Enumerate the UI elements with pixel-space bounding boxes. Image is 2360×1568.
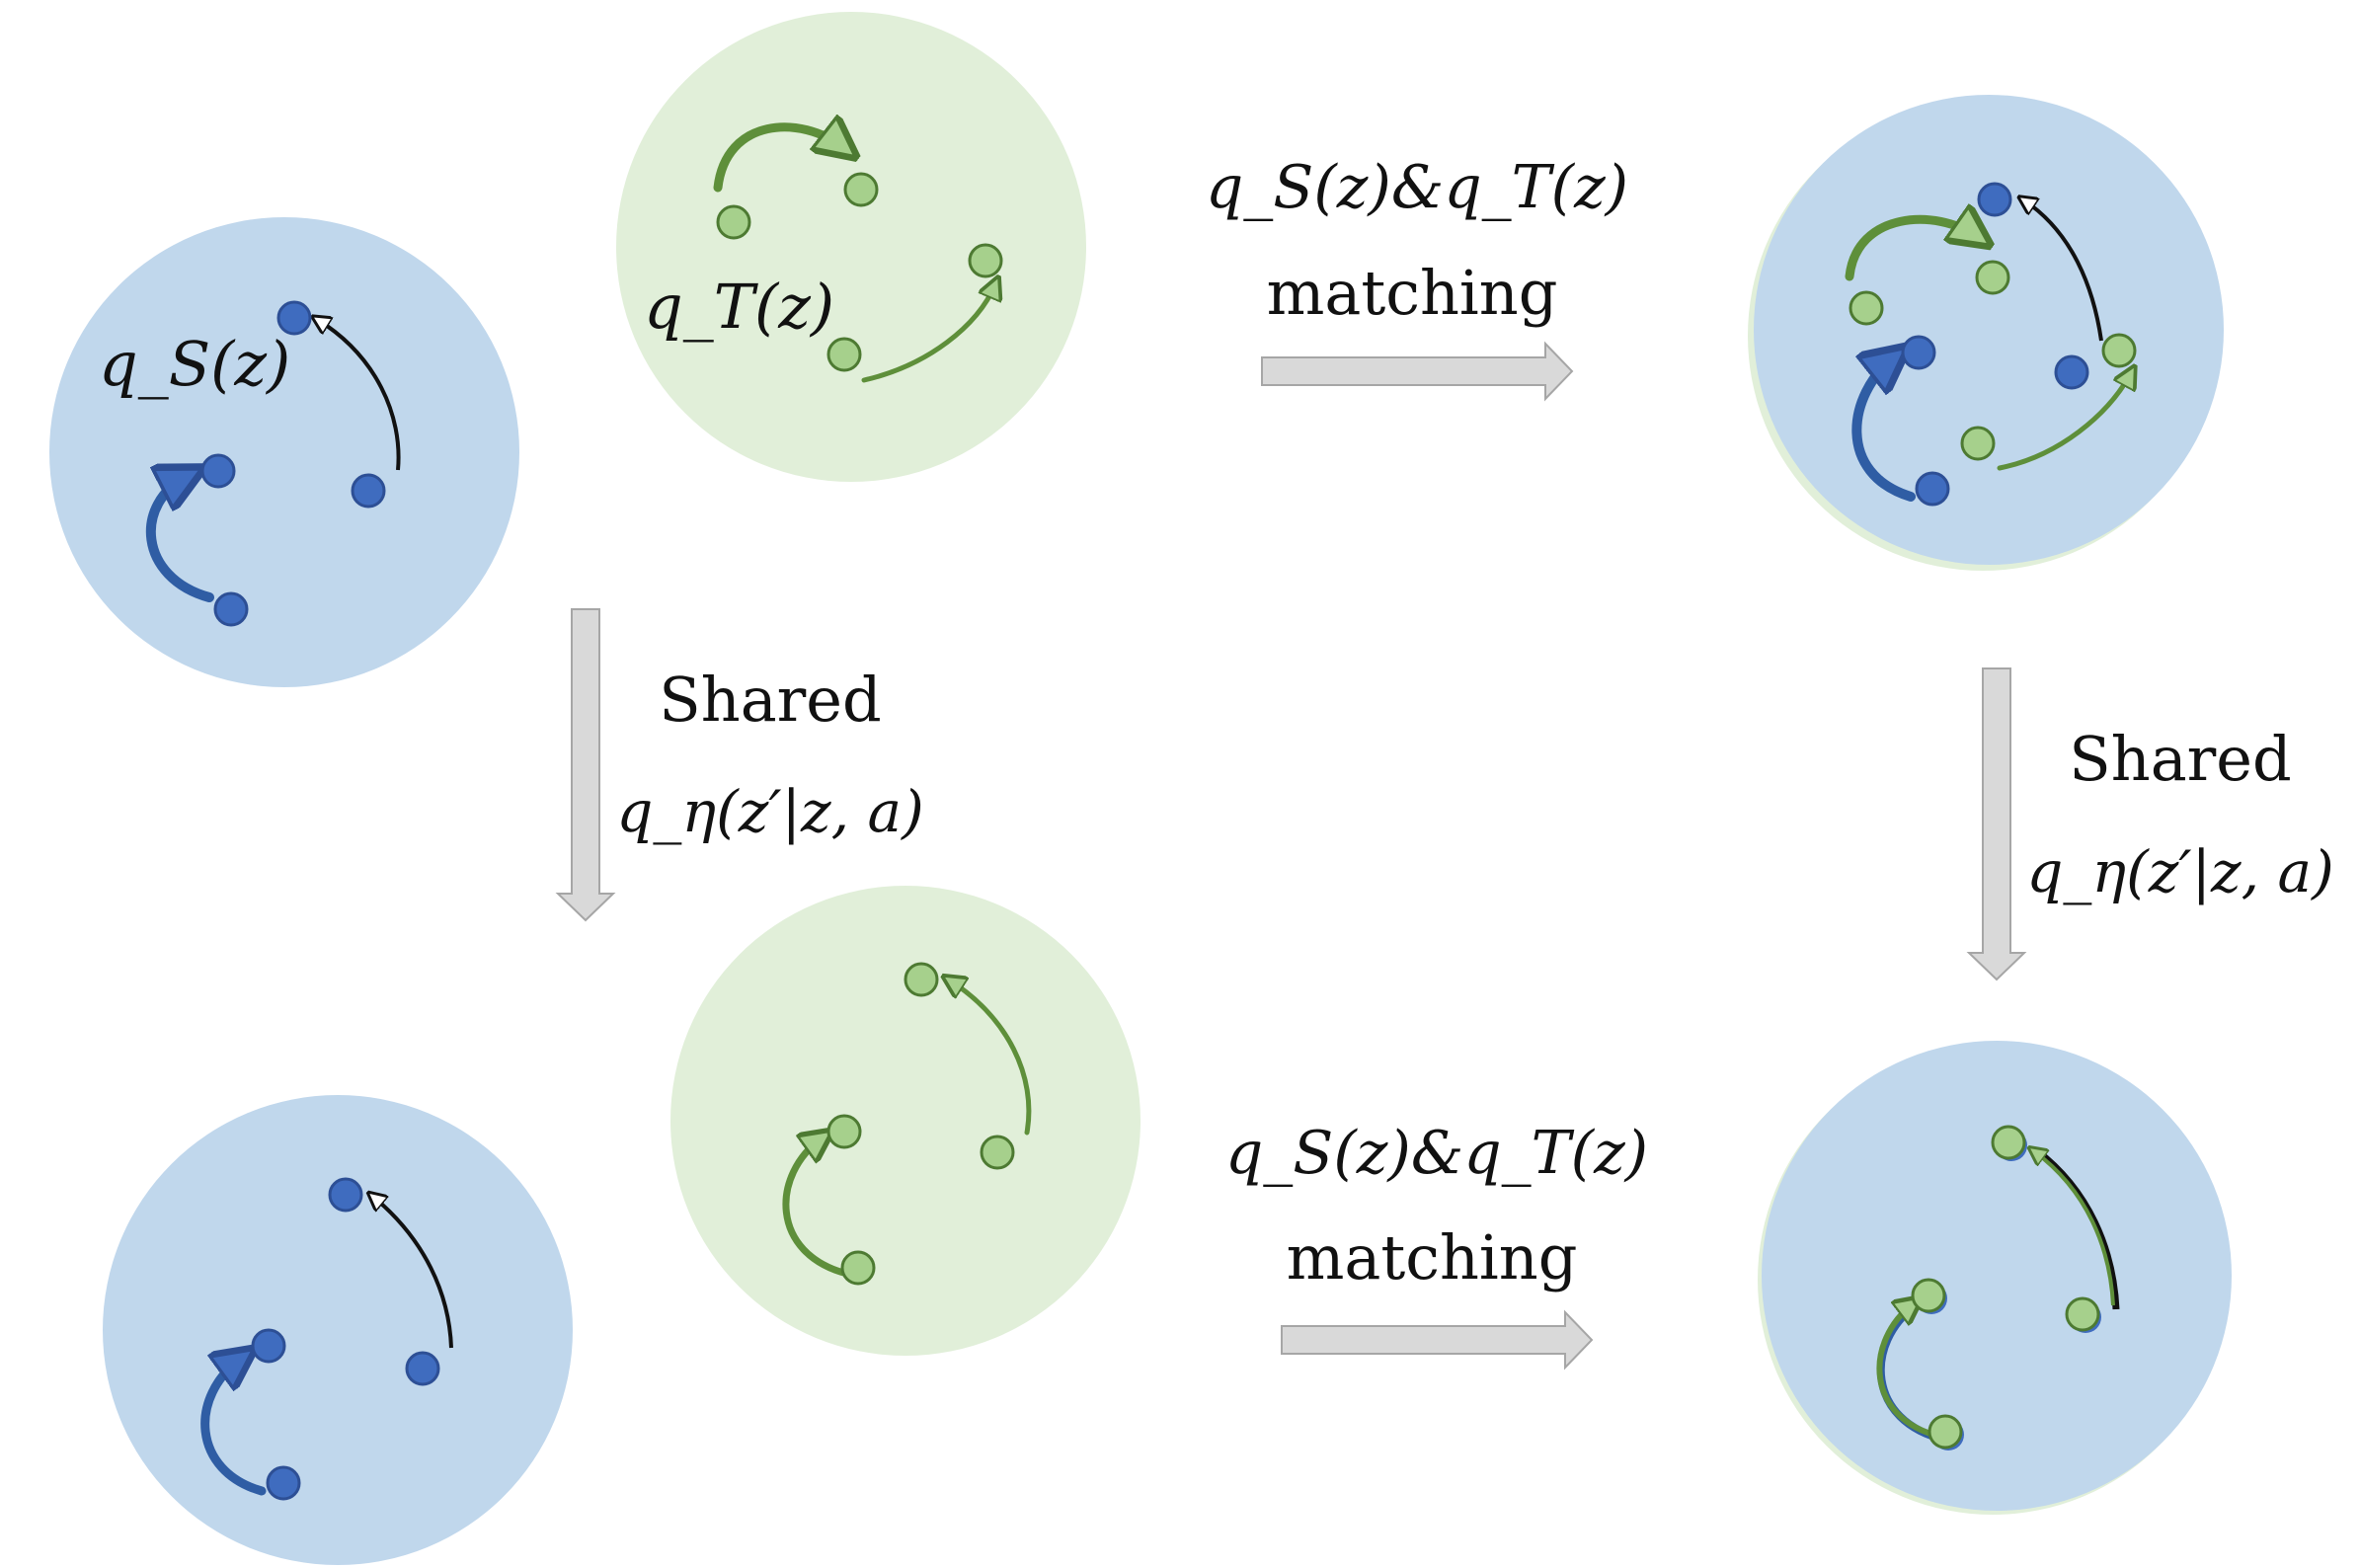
target-curved-arrow: [713, 127, 844, 193]
source-point: [200, 453, 236, 489]
source-point: [1901, 335, 1936, 370]
matched-disk: [1762, 1041, 2232, 1511]
source-curved-arrow: [145, 476, 214, 602]
target-curved-arrow: [950, 980, 1032, 1136]
shared-label-left-formula: q_η(z′|z, a): [616, 778, 923, 845]
shared-transition-arrow-right: [1966, 667, 2027, 981]
target-point: [1849, 290, 1884, 326]
matching-label-top-word: matching: [1267, 257, 1558, 329]
shared-label-right-word: Shared: [2069, 723, 2291, 795]
matching-label-top-formula: q_S(z)&q_T(z): [1206, 153, 1628, 222]
source-point: [266, 1465, 301, 1501]
target-point: [1975, 260, 2010, 295]
target-point: [1960, 426, 1996, 461]
target-distribution-bottom: [670, 886, 1141, 1356]
source-curved-arrow: [1851, 357, 1911, 502]
target-point: [968, 243, 1003, 278]
dark-curved-arrow: [2024, 200, 2103, 342]
matched-distribution-top-right: [1748, 95, 2224, 571]
source-point: [1977, 182, 2012, 217]
source-point: [1915, 471, 1950, 507]
target-curved-arrow: [1876, 1303, 1944, 1440]
target-curved-arrow: [2034, 1151, 2115, 1306]
source-curved-arrow: [200, 1358, 267, 1496]
matching-label-bottom-formula: q_S(z)&q_T(z): [1225, 1119, 1648, 1188]
source-point: [351, 473, 386, 509]
target-point: [980, 1135, 1015, 1170]
source-point: [2054, 354, 2089, 390]
source-disk: [103, 1095, 573, 1565]
target-point: [826, 1114, 862, 1149]
source-point: [328, 1177, 363, 1213]
shared-label-left-word: Shared: [659, 664, 881, 736]
matching-label-bottom-word: matching: [1287, 1221, 1578, 1294]
shared-transition-arrow-left: [555, 608, 616, 922]
target-point: [1927, 1414, 1963, 1450]
target-curved-arrow: [1845, 219, 1978, 281]
source-point: [251, 1328, 286, 1364]
target-point: [843, 172, 879, 207]
target-dist-label: q_T(z): [644, 271, 834, 343]
matched-distribution-bottom-right: [1758, 1041, 2232, 1515]
source-distribution-top-left: q_S(z): [49, 217, 519, 687]
target-distribution-top: q_T(z): [616, 12, 1086, 482]
source-point: [405, 1351, 440, 1386]
source-disk: [49, 217, 519, 687]
source-distribution-bottom-left: [103, 1095, 573, 1565]
shared-label-right-formula: q_η(z′|z, a): [2026, 838, 2333, 905]
matched-disk: [1754, 95, 2224, 565]
target-curved-arrow: [1997, 373, 2131, 471]
matching-arrow-top: [1261, 341, 1574, 402]
target-point: [840, 1250, 876, 1286]
dark-curved-arrow: [373, 1197, 453, 1349]
target-point: [2101, 333, 2137, 368]
target-curved-arrow: [861, 284, 995, 383]
source-dist-label: q_S(z): [99, 328, 290, 400]
target-disk: [616, 12, 1086, 482]
target-disk: [670, 886, 1141, 1356]
target-point: [2065, 1296, 2100, 1332]
target-point: [1911, 1278, 1946, 1313]
dark-curved-arrow: [318, 320, 401, 471]
target-point: [826, 337, 862, 372]
target-point: [904, 962, 939, 997]
source-point: [276, 300, 312, 336]
target-curved-arrow: [782, 1137, 851, 1278]
matching-arrow-bottom: [1281, 1309, 1594, 1371]
source-point: [213, 591, 249, 627]
target-point: [716, 204, 751, 240]
target-point: [1991, 1125, 2026, 1160]
